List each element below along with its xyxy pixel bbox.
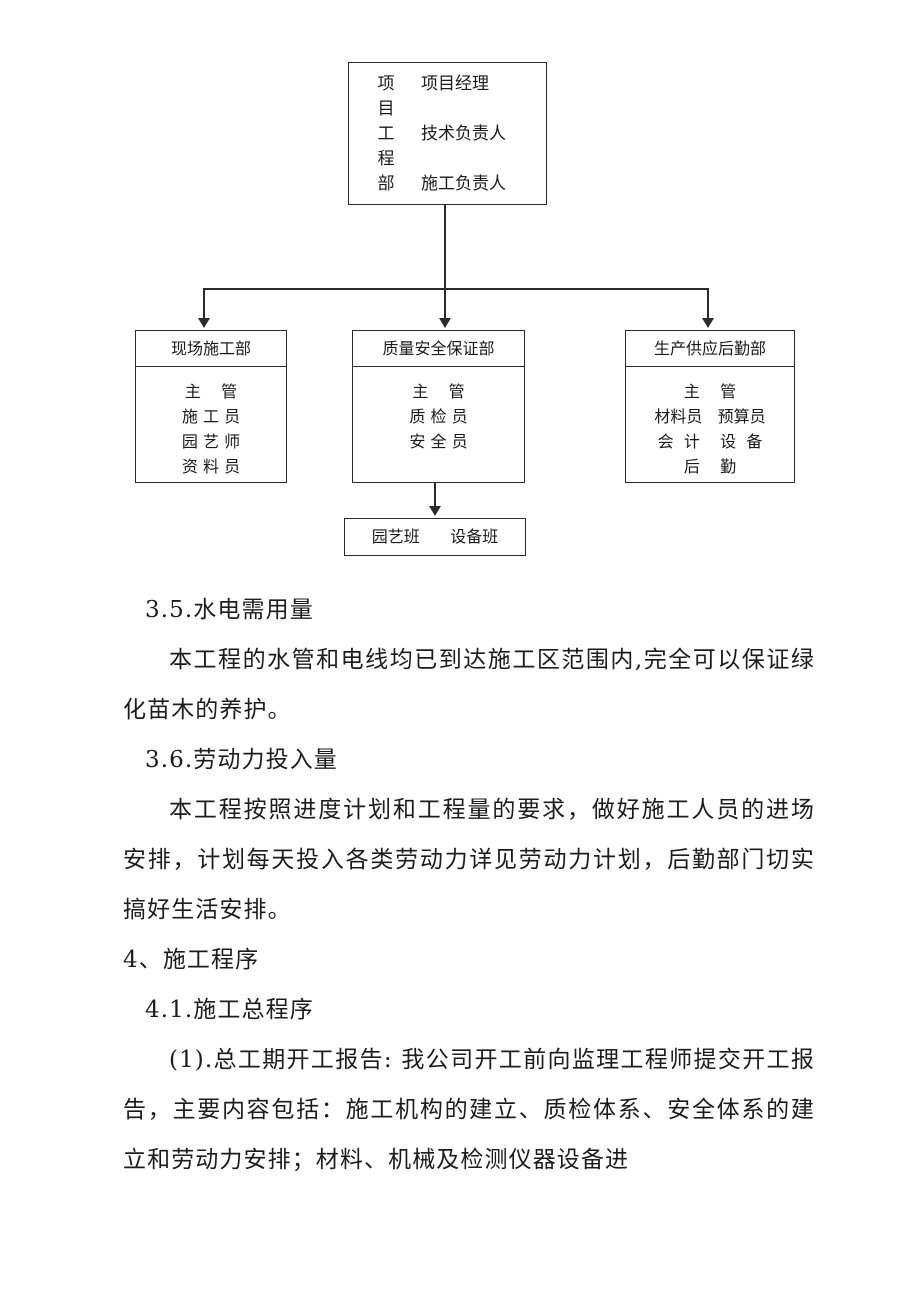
vertical-char-5: 部	[377, 174, 395, 194]
arrow-down-icon-right	[702, 318, 714, 328]
connector-horizontal-bus	[203, 288, 708, 290]
org-node-role-list: 项目经理 技术负责人 施工负责人	[421, 72, 541, 197]
section-paragraph-4-1-item-1: (1).总工期开工报告: 我公司开工前向监理工程师提交开工报告，主要内容包括：施…	[123, 1047, 815, 1173]
org-node-teams: 园艺班 设备班	[344, 518, 526, 556]
connector-drop-left	[203, 288, 205, 320]
org-role-technical-lead: 技术负责人	[421, 124, 506, 144]
org-role-project-manager: 项目经理	[421, 74, 489, 94]
org-role-construction-lead: 施工负责人	[421, 174, 506, 194]
vertical-char-4: 程	[377, 149, 395, 169]
section-heading-3-5: 3.5.水电需用量	[145, 597, 314, 623]
connector-drop-right	[707, 288, 709, 320]
org-node-project-engineering-dept: 项 目 工 程 部 项目经理 技术负责人 施工负责人	[348, 62, 547, 205]
dept-member-row: 后 勤	[683, 457, 737, 476]
connector-trunk-vertical	[444, 205, 446, 327]
section-paragraph-3-5: 本工程的水管和电线均已到达施工区范围内,完全可以保证绿化苗木的养护。	[123, 647, 815, 723]
dept-member-row: 资 料 员	[181, 457, 241, 476]
vertical-char-3: 工	[377, 124, 395, 144]
dept-members-2: 主 管 质 检 员 安 全 员	[353, 367, 524, 454]
vertical-char-2: 目	[377, 99, 395, 119]
vertical-char-1: 项	[377, 74, 395, 94]
organization-chart: 项 目 工 程 部 项目经理 技术负责人 施工负责人	[0, 0, 920, 580]
document-body: 3.5.水电需用量 本工程的水管和电线均已到达施工区范围内,完全可以保证绿化苗木…	[0, 585, 920, 1185]
org-node-teams-label: 园艺班 设备班	[371, 527, 499, 546]
connector-drop-to-teams	[434, 483, 436, 508]
dept-title-1: 现场施工部	[136, 331, 286, 367]
arrow-down-icon-middle	[439, 318, 451, 328]
dept-member-row: 会 计 设 备	[657, 432, 763, 451]
section-heading-3-6: 3.6.劳动力投入量	[145, 747, 338, 773]
dept-title-2: 质量安全保证部	[353, 331, 524, 367]
dept-member-row: 质 检 员	[409, 407, 468, 426]
dept-member-row: 园 艺 师	[181, 432, 241, 451]
org-node-production-supply-logistics-dept: 生产供应后勤部 主 管 材料员 预算员 会 计 设 备 后 勤	[625, 330, 795, 483]
dept-member-row: 安 全 员	[409, 432, 468, 451]
dept-member-row: 主 管	[184, 382, 238, 401]
arrow-down-icon-left	[198, 318, 210, 328]
org-node-site-construction-dept: 现场施工部 主 管 施 工 员 园 艺 师 资 料 员	[135, 330, 287, 483]
dept-member-row: 主 管	[683, 382, 737, 401]
dept-members-1: 主 管 施 工 员 园 艺 师 资 料 员	[136, 367, 286, 479]
dept-title-3: 生产供应后勤部	[626, 331, 794, 367]
org-node-vertical-label: 项 目 工 程 部	[371, 72, 401, 197]
dept-member-row: 施 工 员	[181, 407, 241, 426]
connector-drop-middle	[444, 288, 446, 320]
section-heading-4: 4、施工程序	[123, 947, 260, 973]
section-paragraph-3-6: 本工程按照进度计划和工程量的要求，做好施工人员的进场安排，计划每天投入各类劳动力…	[123, 797, 815, 923]
dept-member-row: 主 管	[412, 382, 465, 401]
arrow-down-icon-teams	[429, 506, 441, 516]
dept-member-row: 材料员 预算员	[654, 407, 766, 426]
org-node-quality-safety-dept: 质量安全保证部 主 管 质 检 员 安 全 员	[352, 330, 525, 483]
section-heading-4-1: 4.1.施工总程序	[145, 997, 314, 1023]
dept-members-3: 主 管 材料员 预算员 会 计 设 备 后 勤	[626, 367, 794, 479]
